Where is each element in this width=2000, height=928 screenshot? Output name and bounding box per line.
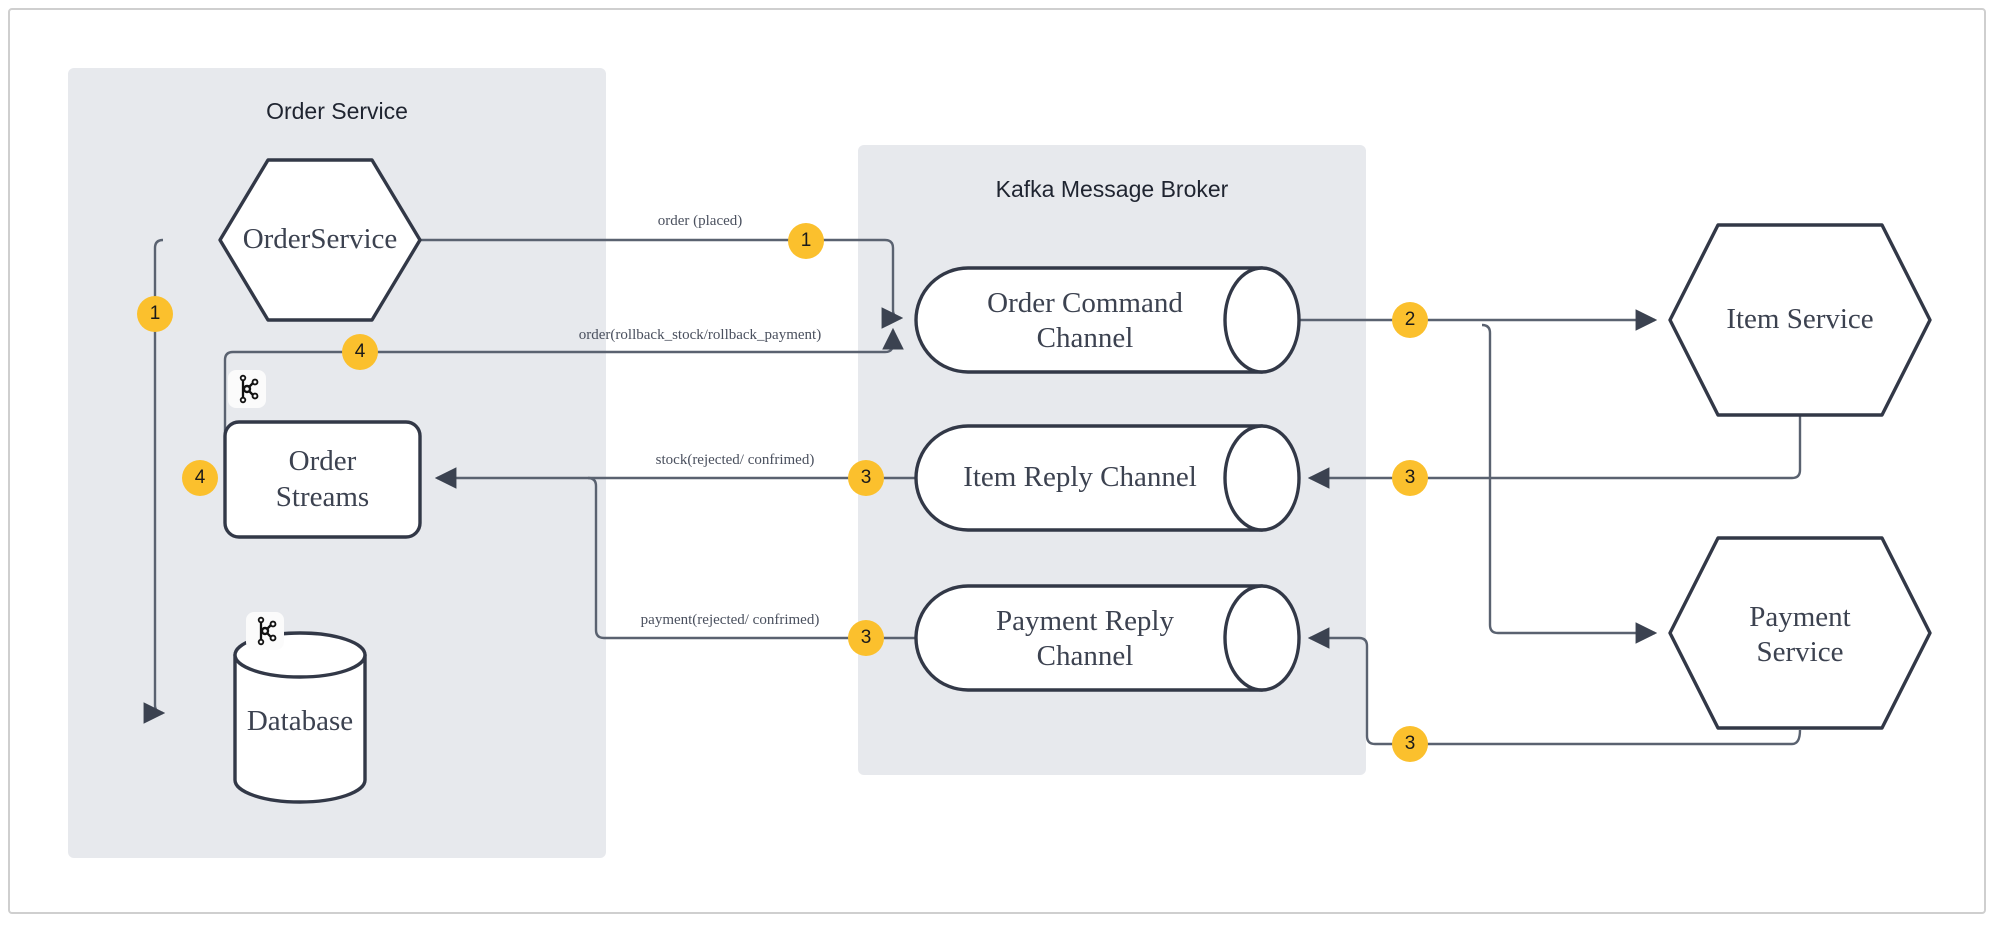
badge-step-3-payment-right: 3: [1392, 726, 1428, 762]
page-frame: [8, 8, 1986, 914]
badge-step-1-left: 1: [137, 296, 173, 332]
badge-step-3-stock-left: 3: [848, 460, 884, 496]
group-title-order-service: Order Service: [266, 98, 408, 124]
edge-label-order-rollback: order(rollback_stock/rollback_payment): [578, 327, 822, 343]
badge-step-1-order-placed: 1: [788, 223, 824, 259]
group-title-kafka-broker: Kafka Message Broker: [995, 176, 1229, 202]
badge-step-4-rollback: 4: [342, 334, 378, 370]
group-kafka-broker: [858, 145, 1366, 775]
badge-step-3-stock-right: 3: [1392, 460, 1428, 496]
badge-step-4-streams: 4: [182, 460, 218, 496]
edge-label-order-placed: order (placed): [657, 213, 743, 229]
kafka-icon: [257, 616, 277, 646]
edge-label-payment-reply: payment(rejected/ confrimed): [640, 612, 820, 628]
kafka-icon: [239, 374, 259, 404]
edge-label-stock-reply: stock(rejected/ confrimed): [655, 452, 815, 468]
badge-step-3-payment-left: 3: [848, 620, 884, 656]
kafka-icon-database: [246, 612, 284, 650]
kafka-icon-order-streams: [228, 370, 266, 408]
group-order-service: [68, 68, 606, 858]
badge-step-2-item: 2: [1392, 302, 1428, 338]
